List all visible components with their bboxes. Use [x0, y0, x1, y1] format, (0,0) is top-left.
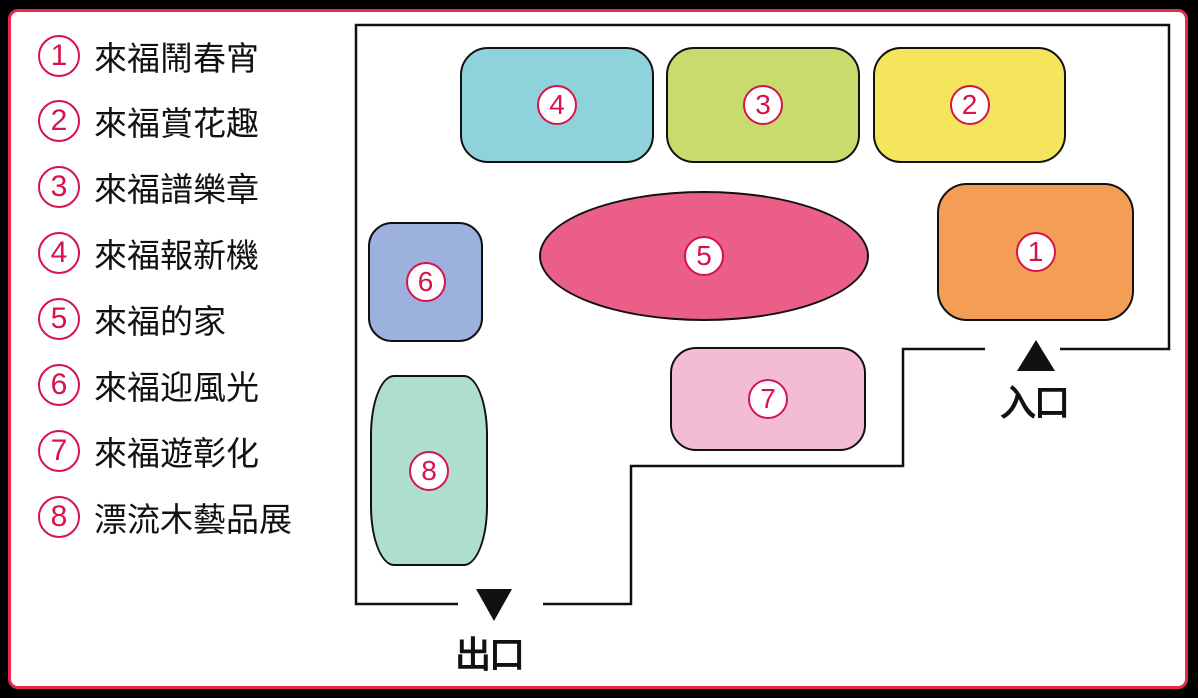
arrow-up-icon	[1017, 340, 1055, 371]
legend-item-4: 4 來福報新機	[38, 228, 259, 278]
arrow-down-icon	[476, 589, 512, 621]
number-badge: 3	[38, 166, 80, 208]
legend-label: 來福迎風光	[94, 368, 259, 407]
legend-item-6: 6 來福迎風光	[38, 360, 259, 410]
number-badge: 6	[405, 262, 446, 302]
legend-item-5: 5 來福的家	[38, 294, 226, 344]
booth-5[interactable]: 5	[539, 191, 869, 321]
booth-6[interactable]: 6	[368, 222, 483, 342]
legend-item-3: 3 來福譜樂章	[38, 162, 259, 212]
booth-3[interactable]: 3	[666, 47, 860, 163]
legend-label: 來福譜樂章	[94, 170, 259, 209]
legend-item-7: 7 來福遊彰化	[38, 426, 259, 476]
number-badge: 2	[949, 85, 990, 125]
number-badge: 4	[537, 85, 577, 125]
number-badge: 5	[684, 236, 724, 276]
number-badge: 7	[748, 379, 788, 419]
booth-2[interactable]: 2	[873, 47, 1066, 163]
number-badge: 1	[38, 35, 80, 77]
number-badge: 8	[409, 450, 449, 491]
legend-label: 來福遊彰化	[94, 434, 259, 473]
legend-label: 來福報新機	[94, 236, 259, 275]
number-badge: 8	[38, 496, 80, 538]
exit-label: 出口	[455, 635, 525, 676]
legend-label: 來福鬧春宵	[94, 39, 259, 78]
booth-7[interactable]: 7	[670, 347, 866, 451]
number-badge: 1	[1015, 232, 1056, 272]
legend-item-8: 8 漂流木藝品展	[38, 492, 292, 542]
number-badge: 7	[38, 430, 80, 472]
number-badge: 5	[38, 298, 80, 340]
legend-label: 來福的家	[94, 302, 226, 341]
entrance-label: 入口	[1000, 383, 1070, 424]
number-badge: 6	[38, 364, 80, 406]
legend-label: 來福賞花趣	[94, 104, 259, 143]
number-badge: 2	[38, 100, 80, 142]
number-badge: 3	[743, 85, 783, 125]
booth-4[interactable]: 4	[460, 47, 654, 163]
legend-item-2: 2 來福賞花趣	[38, 96, 259, 146]
legend-item-1: 1 來福鬧春宵	[38, 31, 259, 81]
number-badge: 4	[38, 232, 80, 274]
legend-label: 漂流木藝品展	[94, 500, 292, 539]
booth-1[interactable]: 1	[937, 183, 1134, 321]
booth-8[interactable]: 8	[370, 375, 488, 566]
